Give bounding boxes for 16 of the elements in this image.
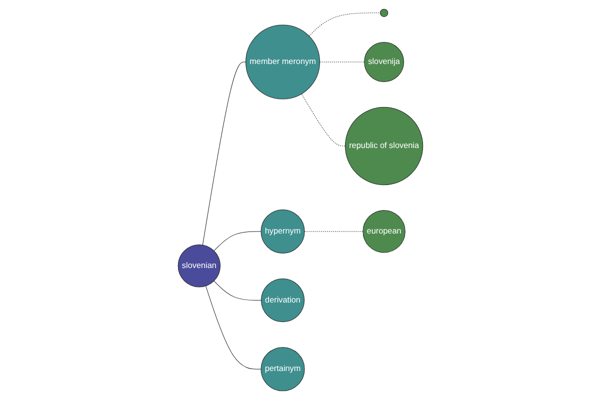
- node-circle: hypernym: [260, 209, 304, 254]
- connector: [213, 280, 261, 301]
- node-circle: republic of slovenia: [344, 107, 423, 186]
- node-circle: pertainym: [260, 347, 304, 392]
- node-circle: slovenian: [177, 244, 220, 288]
- node-circle: european: [362, 210, 405, 253]
- node-circle: slovenija: [364, 42, 404, 82]
- connector: [300, 94, 346, 146]
- node-circle: [380, 8, 388, 18]
- connector: [308, 12, 380, 36]
- node-circle: derivation: [260, 278, 304, 322]
- connector: [205, 286, 261, 370]
- connector: [213, 231, 261, 252]
- connector: [202, 62, 246, 246]
- connector: [304, 231, 363, 232]
- node-circle: member meronym: [245, 24, 320, 100]
